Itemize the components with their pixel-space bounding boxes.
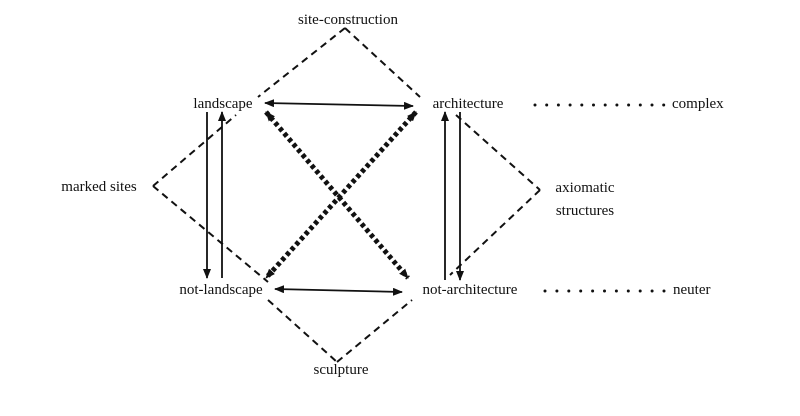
leader-complex-dot	[650, 103, 654, 107]
left-diamond	[152, 114, 269, 283]
leader-neuter-dot	[650, 289, 654, 293]
leader-neuter-dot	[614, 289, 618, 293]
leader-neuter-dot	[555, 289, 559, 293]
dashed-edge-sculpture-to-not-architecture	[336, 299, 413, 363]
arrow-landscape-architecture	[264, 99, 414, 110]
leader-neuter-dot	[567, 289, 571, 293]
contradiction-diagonals	[264, 110, 418, 280]
leader-complex-dot	[603, 103, 607, 107]
label-neuter: neuter	[673, 282, 710, 298]
leader-complex-dot	[533, 103, 537, 107]
dotted-leaders	[533, 103, 666, 293]
label-site-construction: site-construction	[298, 12, 398, 28]
leader-complex-dot	[545, 103, 549, 107]
label-structures: structures	[556, 203, 614, 219]
label-marked-sites: marked sites	[61, 179, 137, 195]
leader-complex-dot	[592, 103, 595, 107]
top-diamond	[257, 27, 421, 98]
leader-neuter-dot	[591, 289, 595, 293]
leader-complex-dot	[627, 103, 631, 107]
leader-complex-dot	[615, 103, 619, 107]
leader-neuter-dot	[579, 289, 583, 293]
dashed-edge-site-construction-to-architecture	[344, 27, 421, 98]
leader-neuter-dot	[626, 289, 630, 293]
dashed-edge-architecture-to-axiomatic	[455, 114, 541, 191]
dashed-edge-axiomatic-to-not-architecture	[449, 189, 541, 276]
diagonal-architecture-to-not-landscape	[264, 110, 418, 280]
dashed-edge-site-construction-to-landscape	[257, 27, 346, 98]
label-not-landscape: not-landscape	[179, 282, 263, 298]
label-axiomatic: axiomatic	[555, 180, 614, 196]
leader-complex-dot	[662, 103, 666, 107]
leader-complex-dot	[580, 103, 584, 107]
label-landscape: landscape	[193, 96, 252, 112]
leader-neuter-dot	[662, 289, 666, 293]
leader-neuter-dot	[638, 289, 642, 293]
dashed-edge-marked-sites-to-landscape	[152, 114, 237, 187]
leader-neuter-dot	[543, 289, 547, 293]
leader-complex-dot	[556, 103, 560, 107]
label-architecture: architecture	[433, 96, 504, 112]
label-complex: complex	[672, 96, 724, 112]
dashed-edge-marked-sites-to-not-landscape	[152, 185, 269, 283]
leader-complex-dot	[568, 103, 572, 107]
dashed-edge-not-landscape-to-sculpture	[267, 299, 338, 363]
label-sculpture: sculpture	[314, 362, 369, 378]
leader-complex-dot	[638, 103, 642, 107]
solid-arrows	[203, 99, 464, 296]
right-diamond	[449, 114, 541, 276]
leader-neuter-dot	[603, 289, 606, 293]
arrow-not-landscape-not-architecture	[274, 285, 403, 296]
bottom-diamond	[267, 299, 413, 363]
label-not-architecture: not-architecture	[423, 282, 518, 298]
